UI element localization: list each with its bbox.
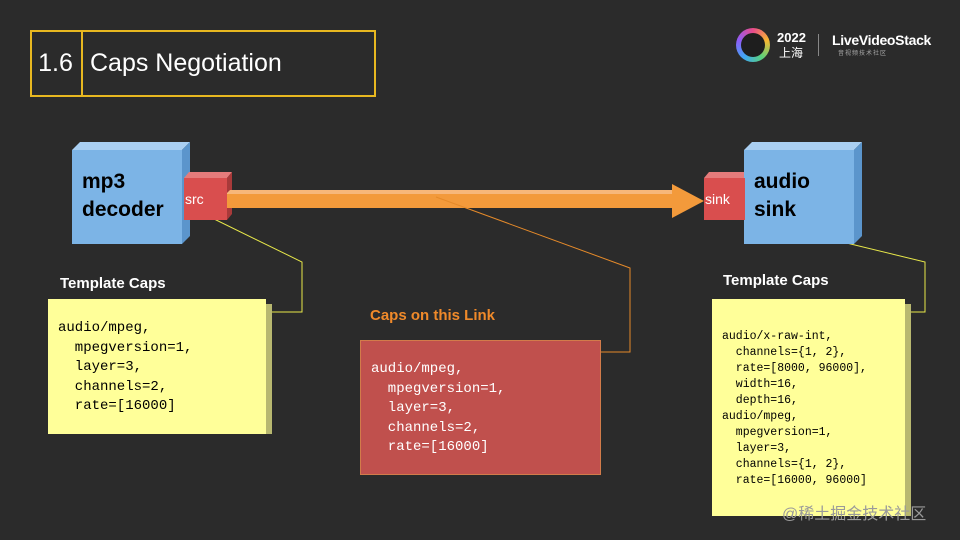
link-caps-line: rate=[16000] — [371, 439, 489, 456]
watermark: @稀土掘金技术社区 — [782, 506, 927, 523]
right-caps-line: depth=16, — [722, 394, 798, 407]
logo-brand: LiveVideoStack — [832, 32, 932, 48]
right-caps-line: layer=3, — [722, 442, 792, 455]
link-caps-text: audio/mpeg, mpegversion=1, layer=3, chan… — [371, 360, 600, 458]
left-caps-connector — [209, 216, 303, 313]
logo-badge — [741, 33, 765, 57]
mp3-decoder-label-line1: mp3 — [82, 170, 126, 193]
right-caps-line: channels={1, 2}, — [722, 346, 847, 359]
left-template-caps-text: audio/mpeg, mpegversion=1, layer=3, chan… — [58, 319, 266, 417]
link-caps-heading: Caps on this Link — [370, 307, 496, 324]
right-caps-line: rate=[16000, 96000] — [722, 474, 867, 487]
sink-pad-label: sink — [705, 191, 730, 207]
left-template-caps-heading: Template Caps — [60, 275, 166, 292]
src-pad: src — [184, 178, 227, 220]
src-pad-top — [184, 172, 232, 178]
audio-sink-box-top — [744, 142, 862, 150]
link-caps-connector — [435, 196, 631, 353]
logo-divider — [818, 34, 819, 56]
right-caps-line: mpegversion=1, — [722, 426, 833, 439]
left-caps-box-shadow — [266, 304, 272, 434]
left-caps-line: layer=3, — [58, 359, 143, 376]
slide-title: Caps Negotiation — [90, 49, 282, 77]
left-template-caps-box: audio/mpeg, mpegversion=1, layer=3, chan… — [48, 299, 266, 434]
audio-sink-label-line1: audio — [754, 170, 810, 193]
link-caps-line: audio/mpeg, — [371, 361, 464, 377]
mp3-decoder-box-top — [72, 142, 190, 150]
left-caps-line: mpegversion=1, — [58, 339, 193, 356]
mp3-decoder-label-line2: decoder — [82, 198, 164, 221]
right-template-caps-box: audio/x-raw-int, channels={1, 2}, rate=[… — [712, 299, 905, 516]
right-template-caps-heading: Template Caps — [723, 272, 829, 289]
link-arrow — [226, 184, 704, 218]
right-template-caps-text: audio/x-raw-int, channels={1, 2}, rate=[… — [722, 329, 905, 489]
logo-city: 上海 — [779, 46, 804, 60]
right-caps-line: channels={1, 2}, — [722, 458, 847, 471]
link-caps-box: audio/mpeg, mpegversion=1, layer=3, chan… — [360, 340, 601, 475]
link-caps-line: mpegversion=1, — [371, 380, 506, 397]
left-caps-line: rate=[16000] — [58, 398, 176, 415]
audio-sink-label-line2: sink — [754, 198, 797, 221]
right-caps-line: audio/mpeg, — [722, 410, 798, 423]
audio-sink-box-side — [854, 142, 862, 244]
right-caps-line: audio/x-raw-int, — [722, 330, 833, 343]
logo-subtitle: 音视频技术社区 — [838, 51, 888, 57]
right-caps-box-shadow — [905, 304, 911, 516]
left-caps-line: audio/mpeg, — [58, 320, 151, 336]
link-caps-line: layer=3, — [371, 400, 456, 417]
slide-number: 1.6 — [30, 30, 83, 97]
mp3-decoder-element: mp3 decoder — [72, 150, 182, 244]
title-frame — [30, 30, 376, 97]
audio-sink-element: audio sink — [744, 150, 854, 244]
left-caps-line: channels=2, — [58, 378, 168, 395]
sink-pad: sink — [704, 178, 745, 220]
link-caps-line: channels=2, — [371, 419, 481, 436]
right-caps-line: rate=[8000, 96000], — [722, 362, 867, 375]
logo-year: 2022 — [777, 30, 806, 45]
right-caps-line: width=16, — [722, 378, 798, 391]
sink-pad-top — [704, 172, 750, 178]
src-pad-label: src — [185, 191, 204, 207]
